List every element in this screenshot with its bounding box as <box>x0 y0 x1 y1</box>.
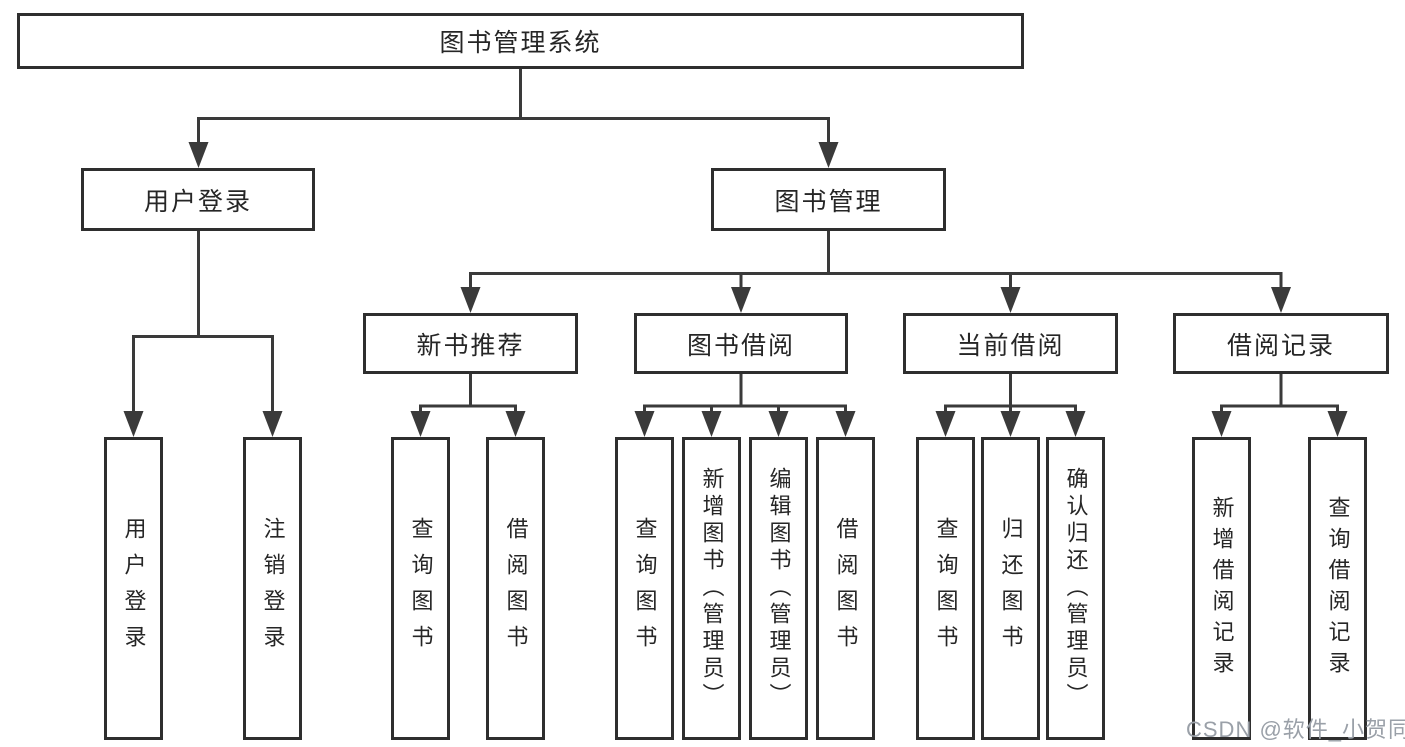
leaf-label: 注销登录 <box>260 516 286 661</box>
leaf-label: 归还图书 <box>998 516 1024 661</box>
leaf-query-books-2: 查询图书 <box>615 437 674 740</box>
node-user-login: 用户登录 <box>81 168 315 231</box>
leaf-label: 用户登录 <box>121 516 147 661</box>
arrowhead <box>634 411 655 437</box>
leaf-label: 查询图书 <box>933 516 959 661</box>
leaf-user-login: 用户登录 <box>104 437 163 740</box>
node-label: 图书管理系统 <box>439 29 602 57</box>
node-label: 用户登录 <box>143 187 252 216</box>
leaf-add-book-admin: 新增图书（管理员） <box>682 437 741 740</box>
node-label: 图书管理 <box>774 187 883 216</box>
leaf-query-books-3: 查询图书 <box>916 437 975 740</box>
arrowhead <box>188 142 209 168</box>
arrowhead <box>505 411 526 437</box>
arrowhead <box>410 411 431 437</box>
arrowhead <box>1211 411 1232 437</box>
arrowhead <box>731 287 751 313</box>
node-library-system: 图书管理系统 <box>17 13 1024 69</box>
arrowhead <box>1065 411 1086 437</box>
arrowhead <box>1000 287 1021 313</box>
arrowhead <box>935 411 956 437</box>
leaf-label: 借阅图书 <box>503 516 529 661</box>
leaf-borrow-books-1: 借阅图书 <box>486 437 545 740</box>
watermark: CSDN @软件_小贺同学 <box>1186 717 1405 742</box>
leaf-label: 借阅图书 <box>833 516 859 661</box>
leaf-add-borrow-record: 新增借阅记录 <box>1192 437 1251 740</box>
arrowhead <box>123 411 144 437</box>
arrowhead <box>768 411 789 437</box>
leaf-edit-book-admin: 编辑图书（管理员） <box>749 437 808 740</box>
node-label: 借阅记录 <box>1226 331 1335 360</box>
leaf-label: 查询图书 <box>408 516 434 661</box>
node-book-management: 图书管理 <box>711 168 946 231</box>
node-new-book-recommend: 新书推荐 <box>363 313 578 374</box>
leaf-return-books: 归还图书 <box>981 437 1040 740</box>
node-current-borrowing: 当前借阅 <box>903 313 1118 374</box>
node-borrow-records: 借阅记录 <box>1173 313 1389 374</box>
leaf-label: 确认归还（管理员） <box>1063 467 1089 710</box>
leaf-label: 查询借阅记录 <box>1325 495 1351 682</box>
leaf-query-books-1: 查询图书 <box>391 437 450 740</box>
arrowhead <box>818 142 839 168</box>
arrowhead <box>262 411 283 437</box>
arrowhead <box>1327 411 1348 437</box>
leaf-query-borrow-record: 查询借阅记录 <box>1308 437 1367 740</box>
leaf-label: 编辑图书（管理员） <box>766 467 792 710</box>
arrowhead <box>835 411 856 437</box>
node-label: 当前借阅 <box>956 331 1065 360</box>
arrowhead <box>1271 287 1291 313</box>
leaf-borrow-books-2: 借阅图书 <box>816 437 875 740</box>
leaf-label: 新增借阅记录 <box>1209 495 1235 682</box>
node-label: 图书借阅 <box>686 331 795 360</box>
leaf-label: 新增图书（管理员） <box>699 467 725 710</box>
node-book-borrowing: 图书借阅 <box>634 313 848 374</box>
arrowhead <box>460 287 481 313</box>
arrowhead <box>701 411 722 437</box>
leaf-confirm-return-admin: 确认归还（管理员） <box>1046 437 1105 740</box>
leaf-label: 查询图书 <box>632 516 658 661</box>
leaf-logout: 注销登录 <box>243 437 302 740</box>
arrowhead <box>1000 411 1021 437</box>
node-label: 新书推荐 <box>416 331 525 360</box>
